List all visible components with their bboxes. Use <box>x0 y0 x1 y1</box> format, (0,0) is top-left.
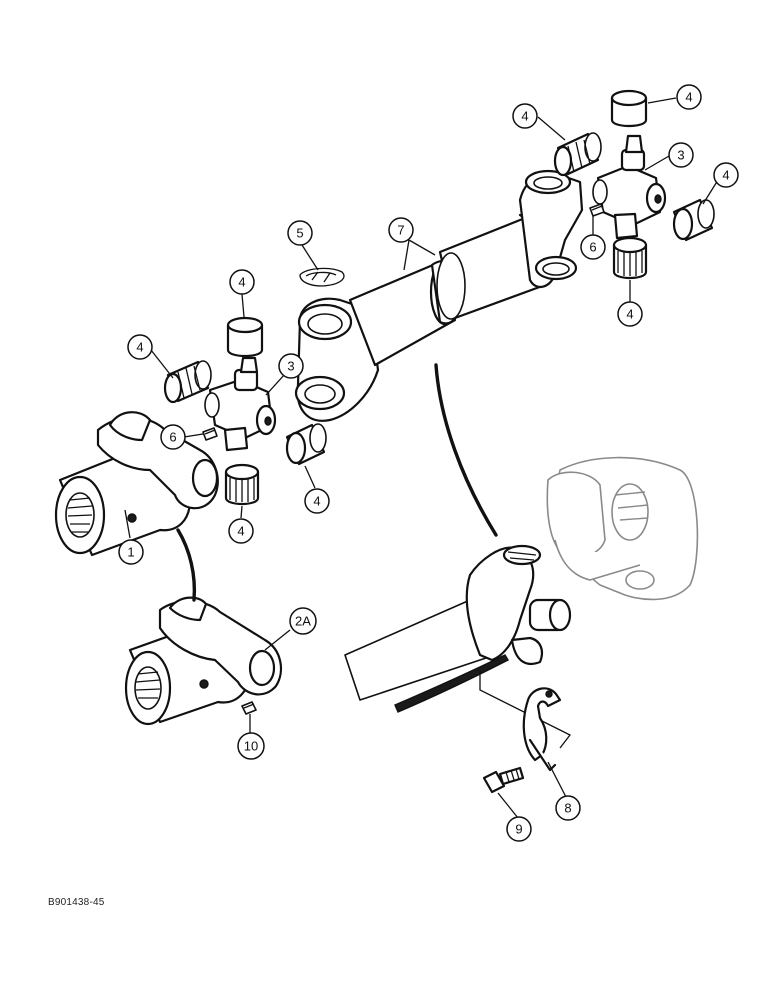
callout-7: 7 <box>388 217 414 243</box>
callout-6-right: 6 <box>580 234 606 260</box>
bearing-cup-right-top <box>610 89 648 128</box>
installed-yoke <box>465 546 535 662</box>
yoke-arm-ghost <box>554 539 641 581</box>
callout-4-left-cap: 4 <box>304 488 330 514</box>
svg-text:6: 6 <box>169 430 176 445</box>
bearing-cup-left-cap <box>285 423 327 466</box>
svg-text:2A: 2A <box>295 614 311 629</box>
installed-assembly-view <box>344 456 699 749</box>
universal-joint-right <box>589 134 667 240</box>
svg-text:5: 5 <box>296 226 303 241</box>
svg-text:10: 10 <box>244 739 258 754</box>
svg-text:4: 4 <box>626 307 633 322</box>
callout-1: 1 <box>118 539 144 565</box>
callout-9: 9 <box>506 816 532 842</box>
yoke-bore-ghost <box>611 483 649 541</box>
svg-text:4: 4 <box>238 275 245 290</box>
connector-swoosh-slip-yoke <box>176 528 197 602</box>
callout-3-left: 3 <box>278 353 304 379</box>
hose-line <box>394 654 509 713</box>
clamp-strap <box>522 687 562 772</box>
callout-5: 5 <box>287 220 313 246</box>
callout-4-right-cap: 4 <box>713 162 739 188</box>
connector-swoosh-tube <box>434 363 498 537</box>
callout-4-left-side: 4 <box>127 334 153 360</box>
slip-yoke <box>54 411 219 557</box>
bearing-cup-left-top <box>226 316 264 358</box>
bearing-cup-right-side <box>553 132 602 177</box>
callout-6-left: 6 <box>160 424 186 450</box>
bearing-cup-left-side <box>163 360 212 404</box>
universal-joint-left <box>202 356 277 452</box>
bearing-cup-right-cap <box>672 198 715 242</box>
svg-text:1: 1 <box>127 545 134 560</box>
callout-4-left-top: 4 <box>229 269 255 295</box>
callout-4-left-bottom: 4 <box>228 518 254 544</box>
callout-3-right: 3 <box>668 142 694 168</box>
svg-text:4: 4 <box>521 109 528 124</box>
driveshaft-tube <box>294 169 584 422</box>
bearing-cup-left-bottom <box>224 463 260 506</box>
svg-text:4: 4 <box>722 168 729 183</box>
svg-text:3: 3 <box>677 148 684 163</box>
svg-text:3: 3 <box>287 359 294 374</box>
snap-ring <box>299 267 345 287</box>
figure-reference: B901438-45 <box>48 897 105 908</box>
slip-yoke-alternate <box>124 596 283 726</box>
clamp-bolt <box>482 766 525 794</box>
svg-text:9: 9 <box>515 822 522 837</box>
svg-text:4: 4 <box>313 494 320 509</box>
callout-10: 10 <box>237 732 265 760</box>
callout-4-right-bottom: 4 <box>617 301 643 327</box>
svg-text:4: 4 <box>685 90 692 105</box>
svg-text:8: 8 <box>564 801 571 816</box>
callout-4-right-side: 4 <box>512 103 538 129</box>
callout-4-right-top: 4 <box>676 84 702 110</box>
leader-lines <box>124 97 719 819</box>
callout-8: 8 <box>555 795 581 821</box>
svg-text:4: 4 <box>237 524 244 539</box>
svg-text:4: 4 <box>136 340 143 355</box>
svg-text:7: 7 <box>397 223 404 238</box>
callout-2a: 2A <box>289 607 317 635</box>
bearing-cup-right-bottom <box>612 236 648 280</box>
svg-text:6: 6 <box>589 240 596 255</box>
